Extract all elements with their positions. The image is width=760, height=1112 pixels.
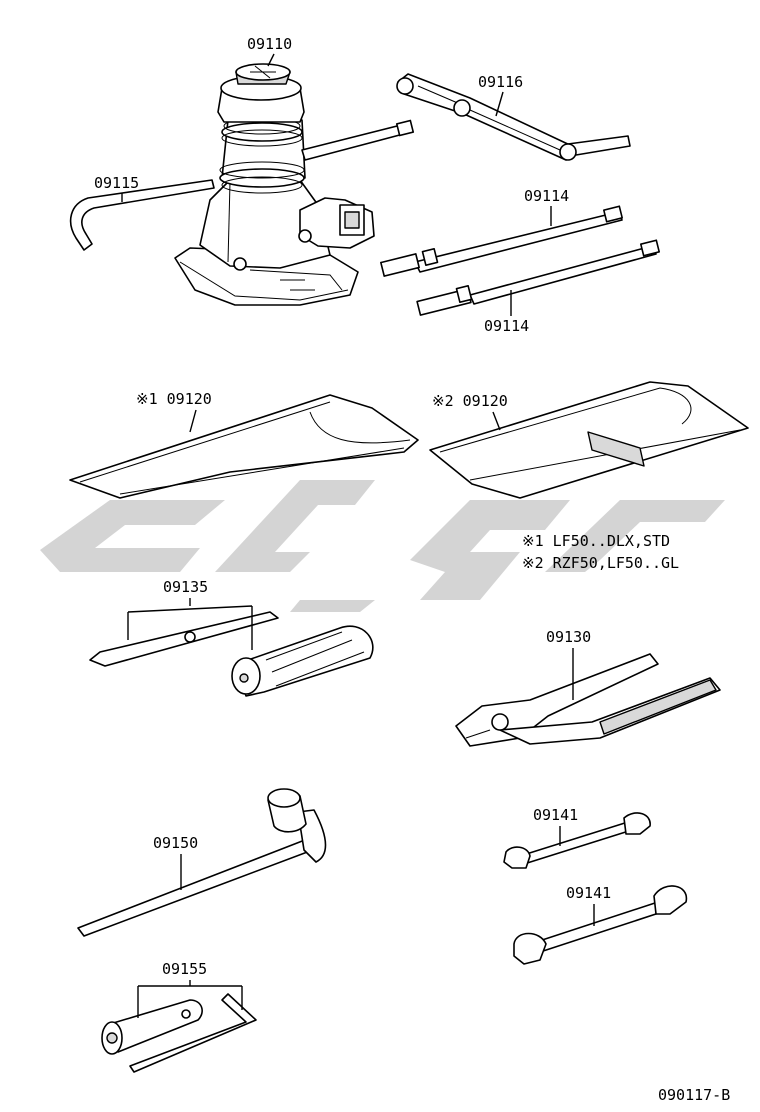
leader-jack [267, 53, 275, 67]
tool-bag-2 [429, 381, 749, 499]
label-wrench-large: 09141 [566, 884, 611, 902]
extension-bar-upper [380, 205, 624, 277]
note-2: ※2 RZF50,LF50..GL [522, 554, 679, 572]
label-jack: 09110 [247, 35, 292, 53]
pliers [455, 653, 721, 747]
label-tool-bag-2: ※2 09120 [432, 392, 508, 410]
plug-wrench [101, 993, 257, 1073]
label-screwdriver: 09135 [163, 578, 208, 596]
label-extension-bar-lower: 09114 [484, 317, 529, 335]
tool-bag-1 [69, 394, 419, 499]
label-wheel-wrench: 09150 [153, 834, 198, 852]
leader-tool-bag-2 [492, 411, 501, 431]
label-extension-bar-upper: 09114 [524, 187, 569, 205]
leader-screwdriver [127, 598, 253, 650]
wheel-wrench [77, 788, 327, 937]
leader-jack-handle [495, 91, 504, 117]
leader-tool-bag-1 [189, 409, 197, 433]
screwdriver [89, 611, 374, 697]
label-wrench-small: 09141 [533, 806, 578, 824]
wrench-large [513, 885, 687, 965]
label-tool-bag-1: ※1 09120 [136, 390, 212, 408]
note-1: ※1 LF50..DLX,STD [522, 532, 670, 550]
jack-rod [301, 119, 415, 161]
label-jack-handle: 09116 [478, 73, 523, 91]
hook [69, 179, 215, 251]
extension-bar-lower [416, 239, 661, 316]
watermark-logo [40, 480, 725, 612]
figure-code: 090117-B [658, 1086, 730, 1104]
label-hook: 09115 [94, 174, 139, 192]
jack-handle [396, 73, 631, 161]
leader-plug-wrench [137, 980, 243, 1018]
label-pliers: 09130 [546, 628, 591, 646]
wrench-small [503, 812, 651, 869]
label-plug-wrench: 09155 [162, 960, 207, 978]
jack [174, 63, 375, 306]
